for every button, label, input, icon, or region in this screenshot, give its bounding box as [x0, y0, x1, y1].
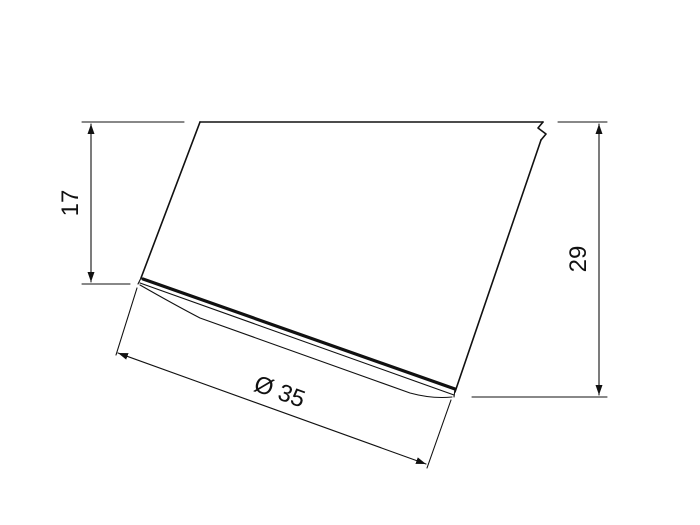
base-left-cap: [137, 277, 142, 285]
part-base-lip: [137, 277, 457, 399]
part-top-notch: [537, 121, 547, 141]
dim-label-29: 29: [565, 246, 592, 273]
dimension-29: 29: [471, 121, 608, 398]
dimension-diameter: Ø 35: [115, 287, 452, 469]
ext-line-diameter-right: [426, 399, 452, 469]
base-right-cap: [453, 388, 456, 398]
dimension-17: 17: [57, 121, 185, 285]
dim-label-diameter: Ø 35: [250, 370, 308, 413]
part-outline: [140, 121, 547, 393]
dim-label-17: 17: [57, 190, 84, 217]
base-lip-curve: [139, 284, 453, 399]
ext-line-diameter-left: [115, 287, 138, 356]
part-right-edge: [454, 139, 542, 393]
part-left-edge: [140, 121, 201, 279]
dim-line-diameter: [117, 352, 427, 465]
base-thick-edge: [141, 277, 457, 391]
